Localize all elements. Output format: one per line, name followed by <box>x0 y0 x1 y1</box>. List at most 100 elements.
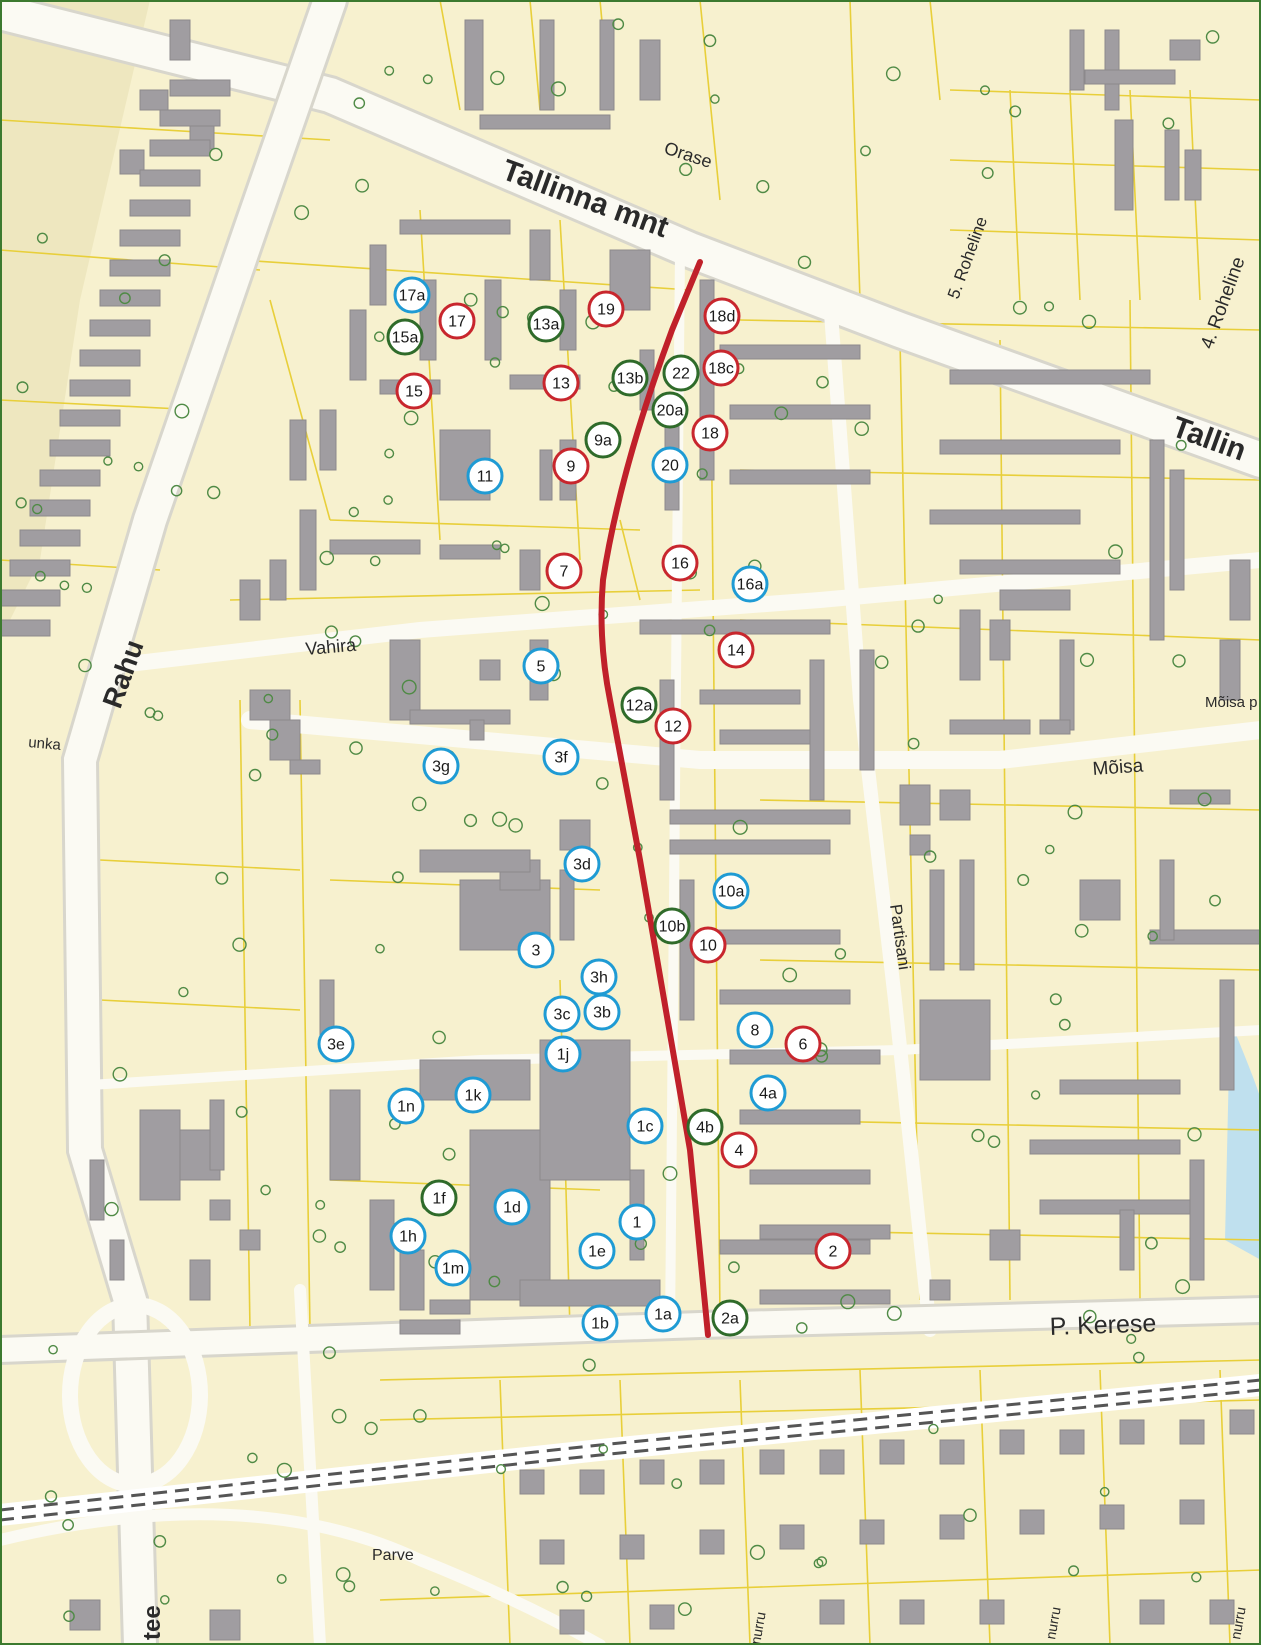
marker-label: 17 <box>448 314 466 331</box>
site-marker-13[interactable]: 13 <box>542 364 580 402</box>
marker-circle <box>654 707 692 745</box>
site-marker-3d[interactable]: 3d <box>563 845 601 883</box>
site-marker-20a[interactable]: 20a <box>651 391 689 429</box>
marker-circle <box>542 364 580 402</box>
site-marker-17a[interactable]: 17a <box>393 276 431 314</box>
site-marker-12a[interactable]: 12a <box>620 686 658 724</box>
site-marker-1d[interactable]: 1d <box>493 1188 531 1226</box>
site-marker-9a[interactable]: 9a <box>584 421 622 459</box>
site-marker-14[interactable]: 14 <box>717 631 755 669</box>
marker-label: 13b <box>617 371 644 388</box>
marker-label: 4a <box>759 1086 777 1103</box>
site-marker-1f[interactable]: 1f <box>420 1179 458 1217</box>
marker-label: 9a <box>594 433 612 450</box>
marker-label: 11 <box>477 469 494 486</box>
marker-circle <box>691 414 729 452</box>
marker-label: 1a <box>654 1307 672 1324</box>
site-marker-13a[interactable]: 13a <box>527 305 565 343</box>
site-marker-8[interactable]: 8 <box>736 1011 774 1049</box>
site-marker-3[interactable]: 3 <box>517 931 555 969</box>
marker-label: 3f <box>554 750 568 767</box>
site-marker-18[interactable]: 18 <box>691 414 729 452</box>
site-marker-1k[interactable]: 1k <box>454 1076 492 1114</box>
railway <box>0 1374 1261 1526</box>
site-marker-3g[interactable]: 3g <box>422 747 460 785</box>
marker-circle <box>720 1131 758 1169</box>
marker-circle <box>703 297 741 335</box>
marker-circle <box>662 354 700 392</box>
site-marker-4[interactable]: 4 <box>720 1131 758 1169</box>
marker-circle <box>644 1295 682 1333</box>
marker-label: 8 <box>751 1023 760 1040</box>
marker-circle <box>522 647 560 685</box>
marker-circle <box>389 1217 427 1255</box>
marker-label: 18c <box>708 361 734 378</box>
marker-circle <box>587 290 625 328</box>
site-marker-2a[interactable]: 2a <box>711 1299 749 1337</box>
marker-circle <box>393 276 431 314</box>
site-marker-20[interactable]: 20 <box>651 446 689 484</box>
site-marker-15[interactable]: 15 <box>395 372 433 410</box>
site-marker-1j[interactable]: 1j <box>544 1035 582 1073</box>
marker-circle <box>702 349 740 387</box>
marker-label: 3d <box>573 857 591 874</box>
marker-circle <box>317 1025 355 1063</box>
site-marker-10[interactable]: 10 <box>689 926 727 964</box>
site-marker-16[interactable]: 16 <box>661 544 699 582</box>
site-marker-11[interactable]: 11 <box>466 457 504 495</box>
site-marker-15a[interactable]: 15a <box>386 318 424 356</box>
site-marker-1e[interactable]: 1e <box>578 1232 616 1270</box>
site-marker-1b[interactable]: 1b <box>581 1304 619 1342</box>
site-marker-3e[interactable]: 3e <box>317 1025 355 1063</box>
marker-circle <box>620 686 658 724</box>
site-marker-12[interactable]: 12 <box>654 707 692 745</box>
marker-circle <box>736 1011 774 1049</box>
site-marker-1c[interactable]: 1c <box>626 1107 664 1145</box>
site-marker-7[interactable]: 7 <box>545 552 583 590</box>
site-marker-3h[interactable]: 3h <box>580 958 618 996</box>
site-marker-19[interactable]: 19 <box>587 290 625 328</box>
site-marker-17[interactable]: 17 <box>438 302 476 340</box>
marker-circle <box>661 544 699 582</box>
marker-label: 7 <box>560 564 569 581</box>
marker-label: 16 <box>671 556 689 573</box>
site-marker-2[interactable]: 2 <box>814 1232 852 1270</box>
site-marker-3b[interactable]: 3b <box>583 993 621 1031</box>
site-marker-10b[interactable]: 10b <box>653 907 691 945</box>
site-marker-18c[interactable]: 18c <box>702 349 740 387</box>
marker-circle <box>653 907 691 945</box>
site-marker-4a[interactable]: 4a <box>749 1074 787 1112</box>
site-marker-3f[interactable]: 3f <box>542 738 580 776</box>
site-marker-18d[interactable]: 18d <box>703 297 741 335</box>
site-marker-22[interactable]: 22 <box>662 354 700 392</box>
street-label-vahira: Vahira <box>305 635 358 659</box>
site-marker-6[interactable]: 6 <box>784 1025 822 1063</box>
site-marker-1a[interactable]: 1a <box>644 1295 682 1333</box>
marker-circle <box>527 305 565 343</box>
site-marker-1[interactable]: 1 <box>618 1203 656 1241</box>
site-marker-1n[interactable]: 1n <box>387 1087 425 1125</box>
site-marker-9[interactable]: 9 <box>552 447 590 485</box>
site-marker-3c[interactable]: 3c <box>543 995 581 1033</box>
site-marker-1h[interactable]: 1h <box>389 1217 427 1255</box>
site-marker-13b[interactable]: 13b <box>611 359 649 397</box>
site-marker-1m[interactable]: 1m <box>434 1249 472 1287</box>
marker-circle <box>651 391 689 429</box>
marker-circle <box>386 318 424 356</box>
marker-circle <box>581 1304 619 1342</box>
marker-circle <box>395 372 433 410</box>
marker-label: 1m <box>442 1261 464 1278</box>
marker-circle <box>420 1179 458 1217</box>
marker-circle <box>611 359 649 397</box>
marker-label: 1k <box>465 1088 483 1105</box>
street-label-nurru-3: nurru <box>1227 1606 1248 1641</box>
marker-label: 17a <box>399 288 426 305</box>
park-area <box>0 0 150 640</box>
site-marker-4b[interactable]: 4b <box>686 1108 724 1146</box>
marker-label: 1c <box>637 1119 654 1136</box>
site-marker-10a[interactable]: 10a <box>712 872 750 910</box>
site-marker-16a[interactable]: 16a <box>731 565 769 603</box>
site-marker-5[interactable]: 5 <box>522 647 560 685</box>
